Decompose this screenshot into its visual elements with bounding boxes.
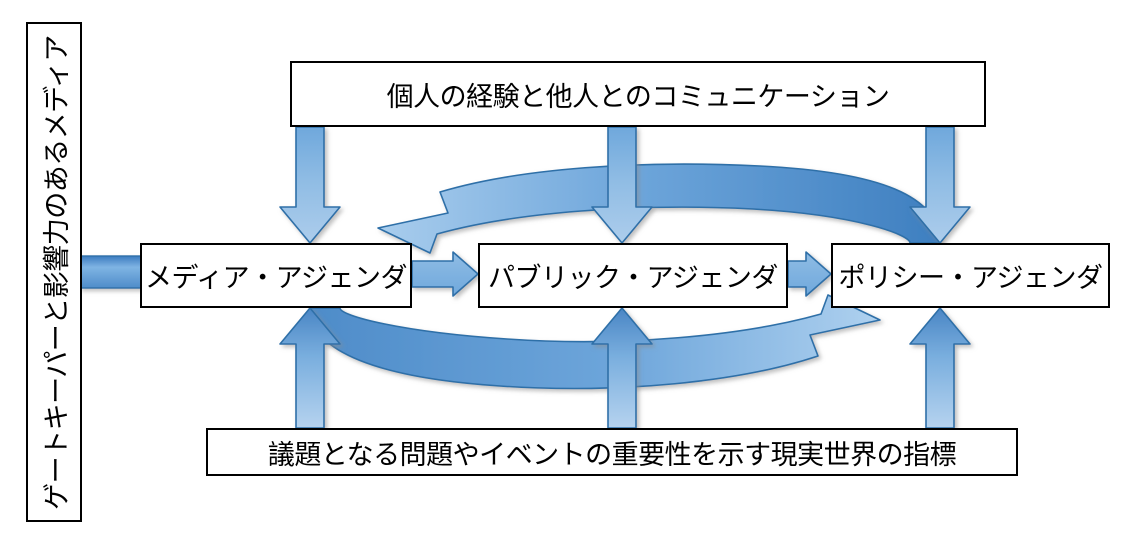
media-to-public-arrow <box>411 251 479 297</box>
bottom-banner-box: 議題となる問題やイベントの重要性を示す現実世界の指標 <box>206 428 1018 476</box>
top-banner-text: 個人の経験と他人とのコミュニケーション <box>386 81 890 112</box>
gatekeeper-side-label-text: ゲートキーパーと影響力のあるメディア <box>41 34 72 510</box>
top-banner-to-public-arrow <box>591 126 653 244</box>
gatekeeper-side-label: ゲートキーパーと影響力のあるメディア <box>26 22 82 522</box>
public-to-policy-arrow <box>787 251 832 297</box>
policy-to-media-curved-arrow <box>377 163 941 254</box>
top-banner-box: 個人の経験と他人とのコミュニケーション <box>290 61 986 127</box>
bottom-banner-to-policy-arrow <box>909 307 971 429</box>
gatekeeper-to-media-bar <box>79 255 145 289</box>
top-banner-to-policy-arrow <box>909 126 971 244</box>
top-banner-to-media-arrow <box>279 126 341 244</box>
public-agenda-box: パブリック・アジェンダ <box>478 243 788 308</box>
media-agenda-box: メディア・アジェンダ <box>140 243 412 308</box>
policy-agenda-label: ポリシー・アジェンダ <box>838 263 1103 293</box>
public-agenda-label: パブリック・アジェンダ <box>488 263 778 293</box>
policy-agenda-box: ポリシー・アジェンダ <box>831 243 1110 308</box>
media-agenda-label: メディア・アジェンダ <box>144 263 408 293</box>
bottom-banner-text: 議題となる問題やイベントの重要性を示す現実世界の指標 <box>267 439 957 470</box>
